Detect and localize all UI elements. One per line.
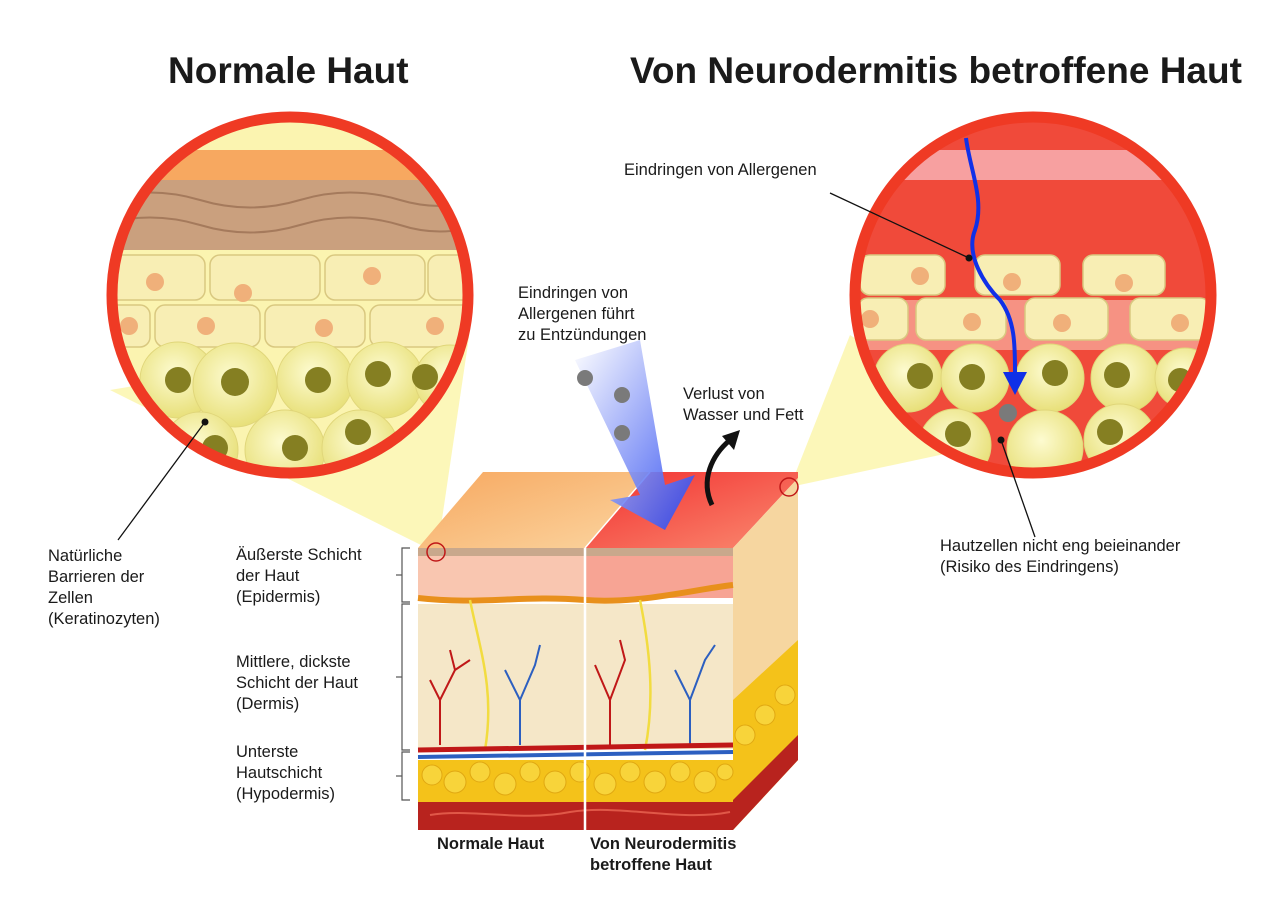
title-normal-skin: Normale Haut	[168, 50, 409, 91]
bottom-label-affected: Von Neurodermitis betroffene Haut	[590, 835, 737, 874]
allergen-arrow	[575, 340, 695, 530]
label-epidermis: Äußerste Schicht der Haut (Epidermis)	[236, 546, 362, 606]
layer-brackets	[396, 547, 410, 801]
water-loss-arrow	[704, 438, 732, 507]
label-water-loss: Verlust von Wasser und Fett	[683, 385, 804, 424]
zoom-circle-normal	[106, 111, 474, 479]
zoom-circle-affected	[849, 111, 1217, 479]
title-affected-skin: Von Neurodermitis betroffene Haut	[630, 50, 1242, 91]
skin-block	[417, 471, 799, 830]
leader-lines	[117, 192, 1036, 541]
label-hypodermis: Unterste Hautschicht (Hypodermis)	[236, 743, 336, 803]
label-cells-apart: Hautzellen nicht eng beieinander (Risiko…	[940, 537, 1181, 576]
label-allergen-inflammation: Eindringen von Allergenen führt zu Entzü…	[518, 284, 647, 344]
front-muscle	[418, 802, 733, 830]
front-dermis	[418, 604, 733, 749]
label-dermis: Mittlere, dickste Schicht der Haut (Derm…	[236, 653, 358, 713]
top-face-normal	[418, 472, 650, 548]
label-barriers: Natürliche Barrieren der Zellen (Keratin…	[48, 547, 160, 628]
label-allergen-entry: Eindringen von Allergenen	[624, 161, 817, 179]
bottom-label-normal: Normale Haut	[437, 835, 545, 853]
